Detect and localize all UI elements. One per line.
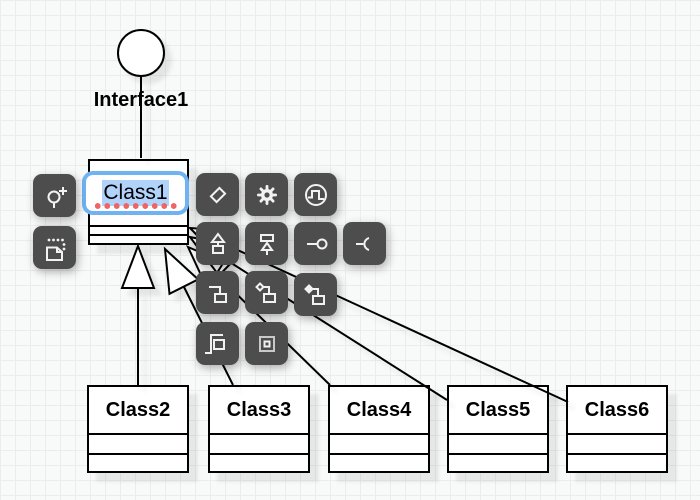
class5-shape[interactable]: Class5 xyxy=(447,385,549,473)
clone-shape-icon xyxy=(45,238,65,261)
class6-methods-compartment xyxy=(568,455,666,471)
class6-shape[interactable]: Class6 xyxy=(566,385,668,473)
association-child-icon xyxy=(208,285,227,303)
class6-label: Class6 xyxy=(568,387,666,435)
class4-shape[interactable]: Class4 xyxy=(328,385,430,473)
shape-name-editor[interactable]: Class1 xyxy=(82,171,189,215)
class1-fields-compartment xyxy=(90,227,187,236)
required-interface-button[interactable] xyxy=(343,222,386,265)
diamond-icon xyxy=(209,186,226,203)
editor-selected-text[interactable]: Class1 xyxy=(102,180,169,206)
class3-fields-compartment xyxy=(210,435,308,455)
association-child-button[interactable] xyxy=(196,271,239,314)
inner-class-icon xyxy=(204,333,225,354)
pulse-circle-icon xyxy=(304,183,327,206)
class2-shape[interactable]: Class2 xyxy=(87,385,189,473)
add-child-generalization-button[interactable] xyxy=(245,222,288,265)
class3-methods-compartment xyxy=(210,455,308,471)
class1-methods-compartment xyxy=(90,236,187,243)
interface1-label: Interface1 xyxy=(93,89,189,111)
required-interface-icon xyxy=(355,236,369,251)
spellcheck-underline xyxy=(93,203,178,209)
class4-label: Class4 xyxy=(330,387,428,435)
gear-icon xyxy=(256,184,277,205)
class4-fields-compartment xyxy=(330,435,428,455)
pulse-toggle-button[interactable] xyxy=(294,173,337,216)
edge-style-diamond-button[interactable] xyxy=(196,173,239,216)
composition-button[interactable] xyxy=(294,273,337,316)
class3-shape[interactable]: Class3 xyxy=(208,385,310,473)
add-connection-icon xyxy=(47,186,67,208)
inner-class-button[interactable] xyxy=(196,322,239,365)
composition-icon xyxy=(303,283,325,305)
interface1-shape[interactable] xyxy=(117,29,165,77)
container-icon xyxy=(258,335,275,352)
class5-methods-compartment xyxy=(449,455,547,471)
edge-class2-class1-generalization[interactable] xyxy=(120,243,156,385)
add-connection-button[interactable] xyxy=(33,174,76,217)
class5-fields-compartment xyxy=(449,435,547,455)
class5-label: Class5 xyxy=(449,387,547,435)
generalization-up-icon xyxy=(209,231,226,254)
class2-label: Class2 xyxy=(89,387,187,435)
class3-label: Class3 xyxy=(210,387,308,435)
settings-button[interactable] xyxy=(245,173,288,216)
class2-methods-compartment xyxy=(89,455,187,471)
container-button[interactable] xyxy=(245,322,288,365)
provided-interface-button[interactable] xyxy=(294,222,337,265)
add-parent-generalization-button[interactable] xyxy=(196,222,239,265)
clone-shape-button[interactable] xyxy=(33,226,76,269)
class6-fields-compartment xyxy=(568,435,666,455)
class4-methods-compartment xyxy=(330,455,428,471)
class2-fields-compartment xyxy=(89,435,187,455)
aggregation-button[interactable] xyxy=(245,271,288,314)
provided-interface-icon xyxy=(306,238,327,249)
class1-title-compartment xyxy=(90,161,187,227)
generalization-down-icon xyxy=(259,233,274,255)
aggregation-icon xyxy=(254,281,276,303)
